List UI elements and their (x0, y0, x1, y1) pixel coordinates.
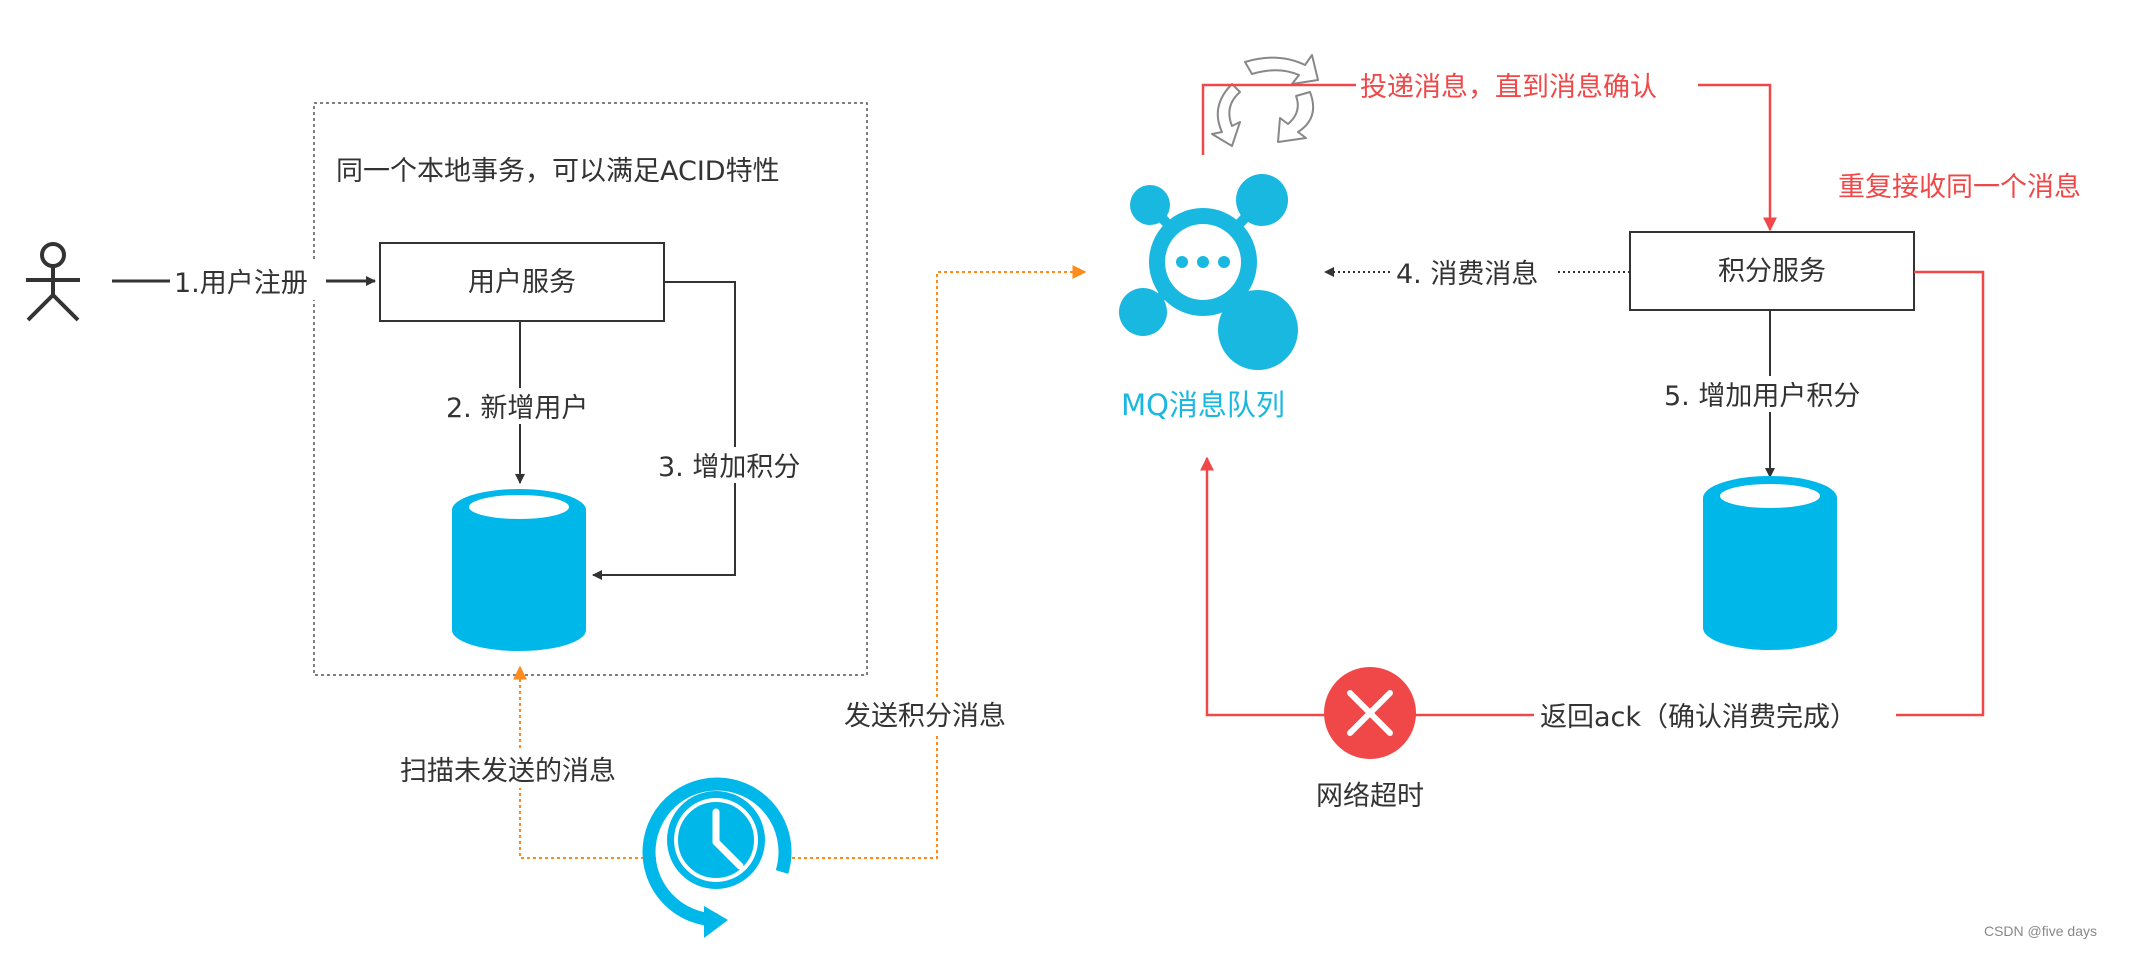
refresh-cycle-icon (1211, 54, 1319, 147)
error-x-icon (1324, 667, 1416, 759)
local-transaction-boundary (313, 102, 868, 676)
send-points-msg-label: 发送积分消息 (844, 701, 1006, 732)
network-timeout-label: 网络超时 (1316, 781, 1424, 812)
person-icon (26, 242, 80, 322)
points-service-label: 积分服务 (1718, 256, 1826, 287)
edge-deliver (1201, 83, 1777, 232)
user-service-label: 用户服务 (468, 267, 576, 298)
scan-unsent-label: 扫描未发送的消息 (400, 756, 616, 787)
boundary-note: 同一个本地事务，可以满足ACID特性 (336, 156, 780, 187)
edge-consume-label: 4. 消费消息 (1396, 259, 1538, 290)
edge-deliver-label: 投递消息，直到消息确认 (1360, 72, 1657, 103)
message-queue-hub-icon[interactable] (1119, 174, 1298, 370)
duplicate-note: 重复接收同一个消息 (1838, 172, 2081, 203)
edge-new-user-label: 2. 新增用户 (446, 393, 588, 424)
edge-register-label: 1.用户注册 (174, 268, 308, 299)
database-cylinder-icon (1703, 476, 1837, 650)
mq-label: MQ消息队列 (1121, 388, 1285, 422)
edge-add-user-points-label: 5. 增加用户积分 (1664, 381, 1860, 412)
edge-send-points-msg (780, 265, 1087, 859)
scheduled-clock-icon[interactable] (642, 777, 792, 938)
edge-return-ack-label: 返回ack（确认消费完成） (1540, 702, 1857, 733)
points-service-box[interactable] (1629, 231, 1915, 311)
edge-add-points-label: 3. 增加积分 (658, 452, 800, 483)
edge-return-ack (1200, 270, 1985, 717)
database-cylinder-icon (452, 489, 586, 651)
edge-add-points (592, 281, 736, 580)
watermark: CSDN @five days (1983, 923, 2097, 939)
